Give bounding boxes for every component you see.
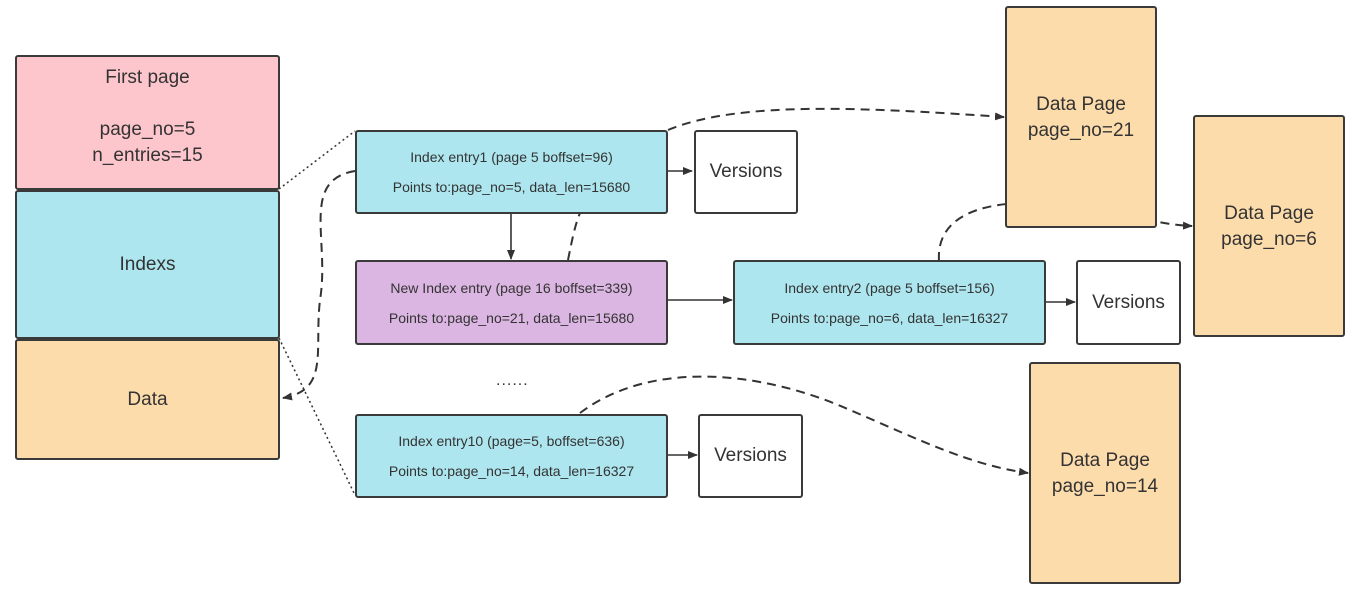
data-page-title: Data Page: [1036, 94, 1126, 115]
data-page-6: Data Page page_no=6: [1193, 115, 1345, 337]
index-entry2-box: Index entry2 (page 5 boffset=156) Points…: [733, 260, 1046, 345]
index-entry10-detail: Points to:page_no=14, data_len=16327: [388, 463, 635, 479]
index-entry1-box: Index entry1 (page 5 boffset=96) Points …: [355, 130, 668, 214]
dashed-entry1-to-data-page-21: [667, 107, 1005, 131]
first-page-title: First page: [105, 67, 190, 88]
versions-label: Versions: [709, 161, 783, 182]
dashed-entry10-to-data-page-14: [579, 375, 1029, 476]
data-label: Data: [127, 388, 168, 410]
dotted-guide-top: [278, 130, 356, 190]
data-page-number: page_no=14: [1051, 476, 1159, 497]
dotted-guide-bottom: [278, 337, 356, 496]
indexs-box: Indexs: [15, 190, 280, 339]
index-entry2-title: Index entry2 (page 5 boffset=156): [784, 279, 995, 296]
versions-box-entry10: Versions: [698, 414, 803, 498]
data-page-title: Data Page: [1060, 450, 1150, 471]
index-entry1-detail: Points to:page_no=5, data_len=15680: [392, 179, 631, 195]
data-page-number: page_no=21: [1027, 120, 1135, 141]
data-page-21: Data Page page_no=21: [1005, 6, 1157, 228]
index-entry1-title: Index entry1 (page 5 boffset=96): [410, 149, 613, 165]
dashed-new-entry-up: [567, 212, 581, 261]
dashed-entry1-to-data: [282, 170, 356, 401]
first-page-box: First page page_no=5 n_entries=15: [15, 55, 280, 190]
index-entry2-detail: Points to:page_no=6, data_len=16327: [770, 309, 1009, 326]
index-entry10-title: Index entry10 (page=5, boffset=636): [398, 433, 625, 449]
index-entry10-box: Index entry10 (page=5, boffset=636) Poin…: [355, 414, 668, 498]
data-page-14: Data Page page_no=14: [1029, 362, 1181, 584]
indexs-label: Indexs: [119, 253, 176, 275]
new-index-entry-detail: Points to:page_no=21, data_len=15680: [388, 309, 635, 326]
data-box: Data: [15, 339, 280, 460]
first-page-n-entries: n_entries=15: [92, 145, 203, 166]
new-index-entry-box: New Index entry (page 16 boffset=339) Po…: [355, 260, 668, 345]
data-page-title: Data Page: [1224, 203, 1314, 224]
versions-box-entry1: Versions: [694, 130, 798, 214]
new-index-entry-title: New Index entry (page 16 boffset=339): [390, 279, 633, 296]
versions-label: Versions: [1092, 291, 1165, 313]
ellipsis: ......: [496, 372, 529, 389]
versions-box-entry2: Versions: [1076, 260, 1181, 345]
versions-label: Versions: [714, 445, 787, 466]
first-page-page-no: page_no=5: [99, 119, 196, 140]
dashed-entry2-to-data-page-6: [937, 201, 1193, 262]
data-page-number: page_no=6: [1221, 229, 1317, 250]
